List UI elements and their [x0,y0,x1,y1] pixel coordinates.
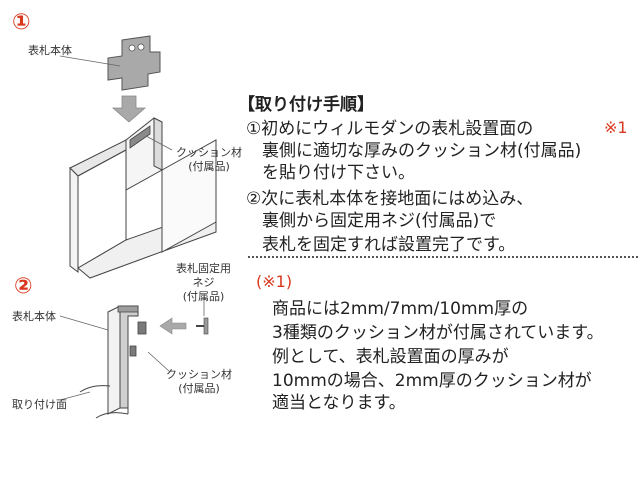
note-reference-mark: ※1 [604,118,628,137]
step-2-number: ② [14,274,33,299]
step-2-plate-label: 表札本体 [12,310,56,323]
instruction-line: ①初めにウィルモダンの表札設置面の [246,119,534,139]
cushion-shape [129,125,151,149]
note-line: 例として、表札設置面の厚みが [272,347,509,367]
note-heading: (※1) [256,272,293,291]
note-line: 商品には2mm/7mm/10mm厚の [272,299,529,319]
section-divider [248,256,638,258]
instruction-line: 裏側に適切な厚みのクッション材(付属品) [262,141,582,161]
instruction-line: ②次に表札本体を接地面にはめ込み、 [246,189,534,209]
step-1-cushion-line2: (付属品) [188,160,230,173]
step-1-cushion-label: クッション材 (付属品) [176,146,242,174]
instruction-line: 表札を固定すれば設置完了です。 [262,235,516,255]
instructions-title: 【取り付け手順】 [238,95,374,115]
step-2-screw-line2: ネジ [192,276,215,289]
step-1-plate-label: 表札本体 [28,44,72,57]
note-line: 10mmの場合、2mm厚のクッション材が [272,371,592,391]
step-1-cushion-line1: クッション材 [176,146,242,159]
note-line: 適当となります。 [272,393,406,413]
step-2-screw-line1: 表札固定用 [176,262,231,275]
step-1-number: ① [12,10,31,35]
step-2-cushion-line1: クッション材 [166,368,232,381]
instruction-line: を貼り付け下さい。 [262,163,415,183]
step-2-cushion-label: クッション材 (付属品) [166,368,232,396]
step-2-screw-label: 表札固定用 ネジ (付属品) [176,262,231,304]
instruction-line: 裏側から固定用ネジ(付属品)で [262,211,497,231]
note-line: 3種類のクッション材が付属されています。 [272,323,604,343]
plate-body-shape [107,35,161,91]
step-2-screw-line3: (付属品) [182,290,225,303]
step-2-cushion-line2: (付属品) [178,382,220,395]
down-arrow-icon [111,95,147,123]
left-arrow-icon [159,317,187,335]
cushion-section [137,321,147,335]
step-2-surface-label: 取り付け面 [12,398,67,411]
screw-shape [203,317,209,335]
